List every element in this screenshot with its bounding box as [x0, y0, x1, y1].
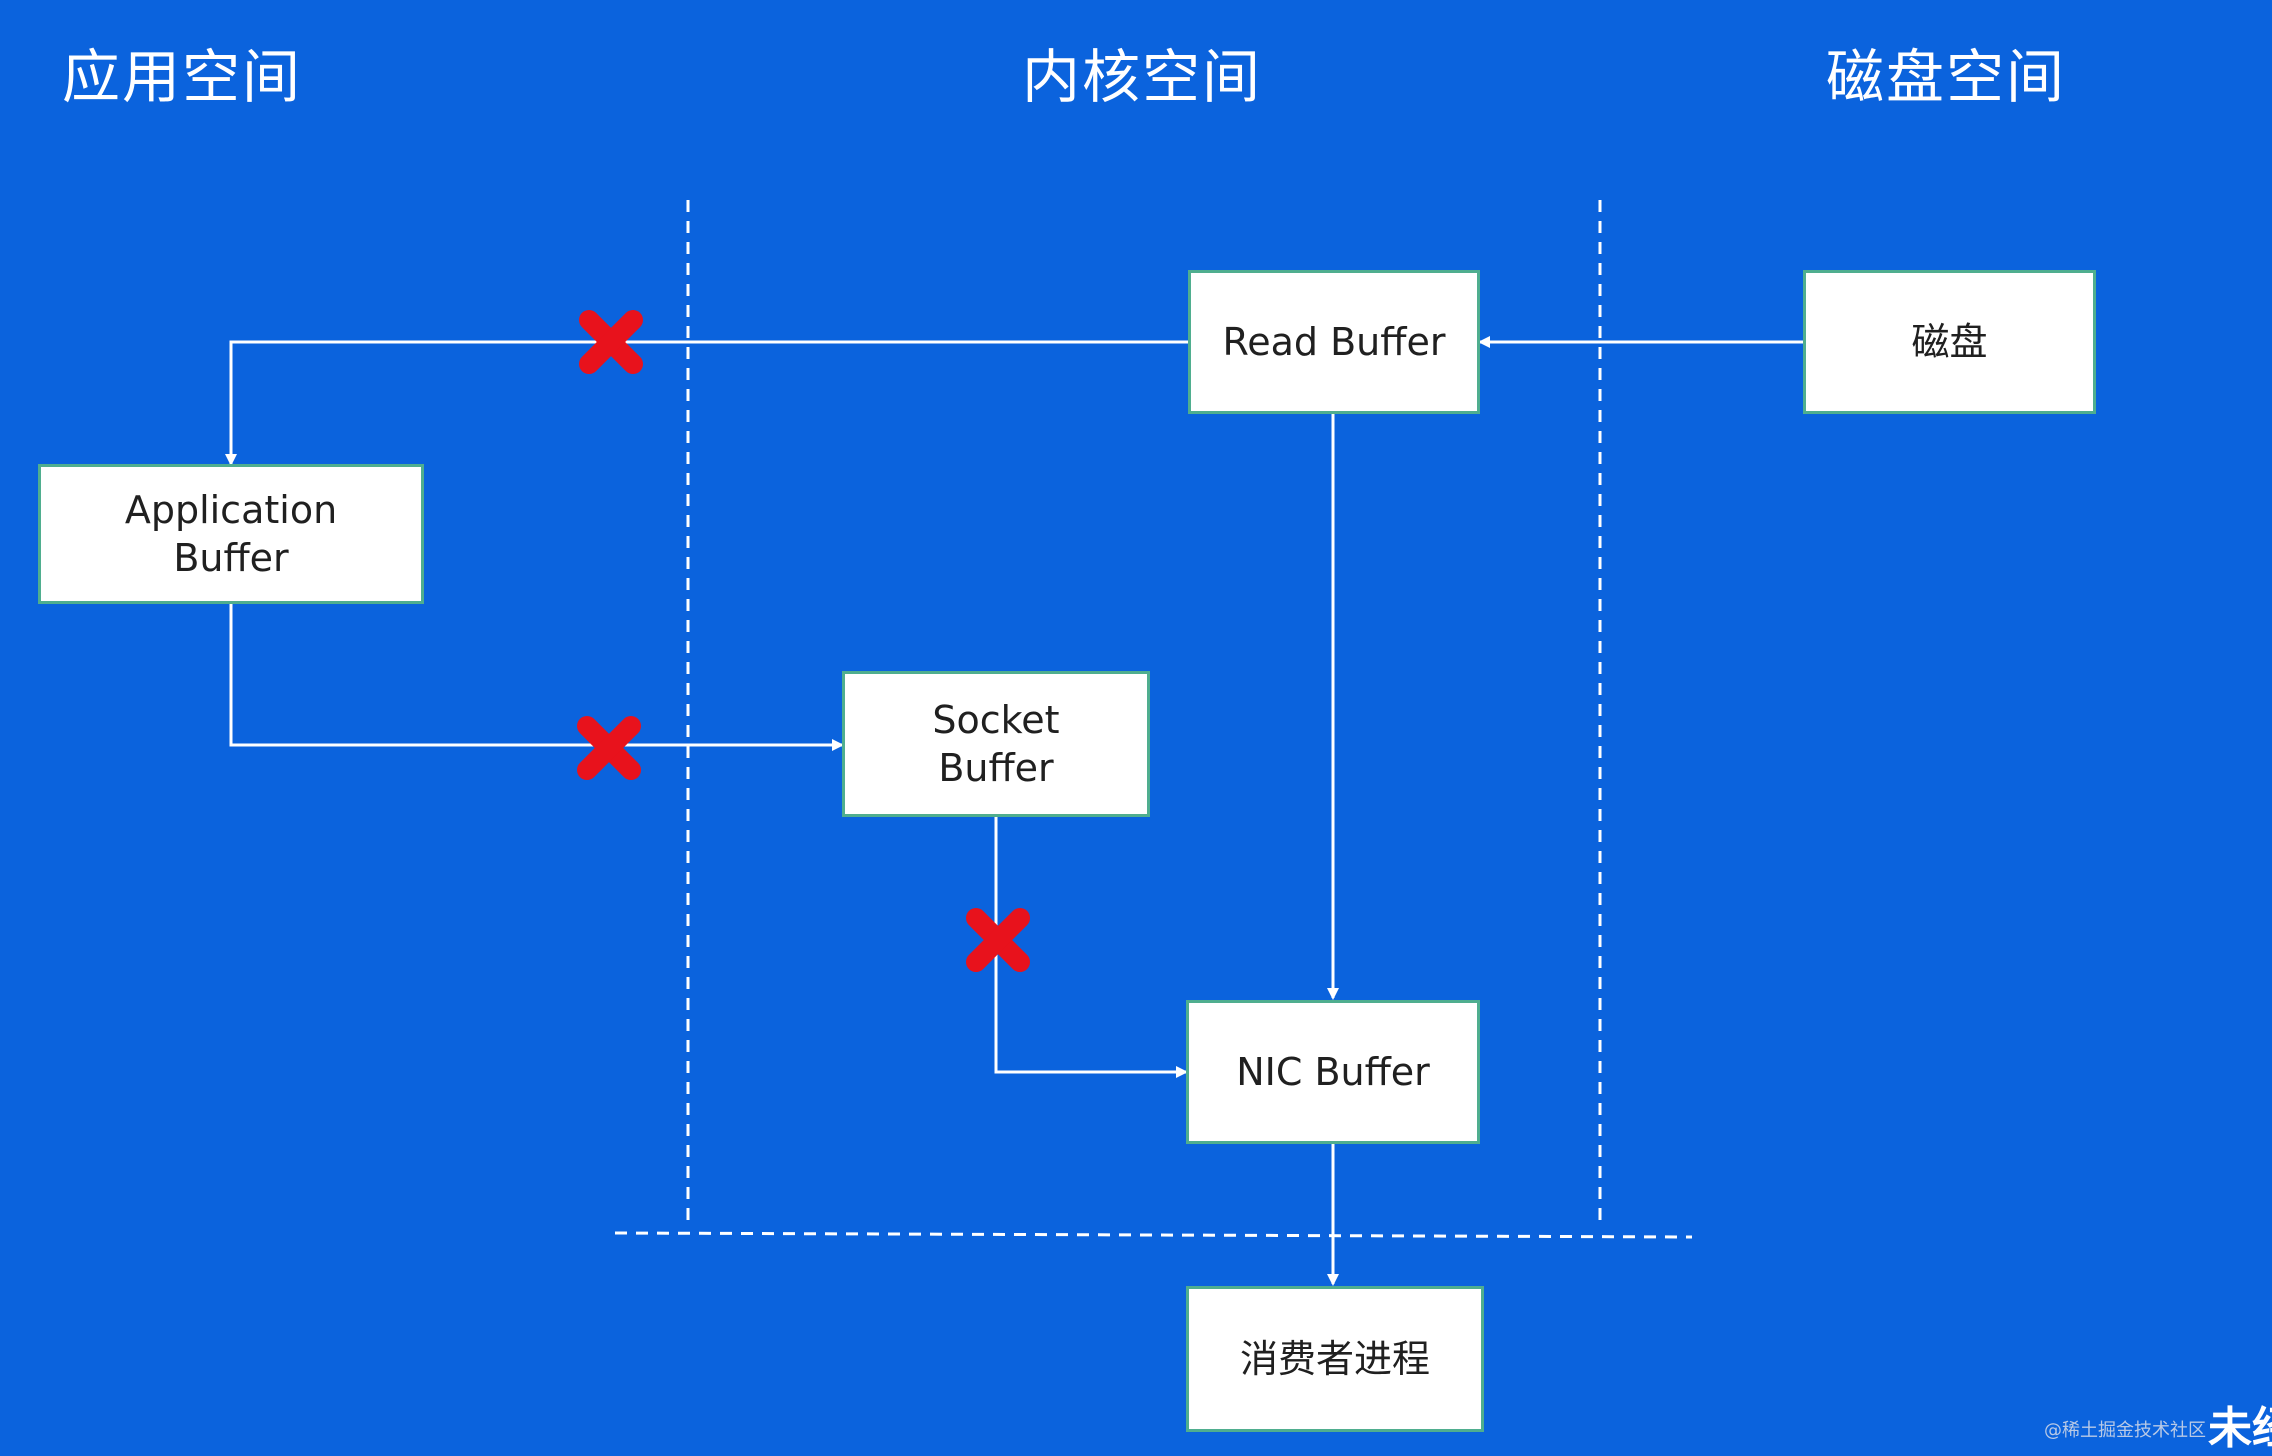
watermark: @稀土掘金技术社区	[2044, 1420, 2206, 1441]
socket-buffer-label-line1: Socket	[932, 698, 1060, 742]
arrow-application-buffer-to-socket-buffer	[229, 604, 844, 751]
kernel-space-title: 内核空间	[1022, 43, 1263, 111]
application-buffer-label-line1: Application	[124, 488, 338, 532]
divider-bottom	[614, 1231, 1693, 1239]
socket-buffer-label-line2: Buffer	[938, 746, 1054, 790]
arrow-socket-buffer-to-nic-buffer	[994, 817, 1188, 1078]
cross-icon	[579, 310, 643, 374]
cross-icon	[966, 908, 1030, 972]
application-buffer-box: Application Buffer	[38, 464, 424, 604]
cross-icon	[577, 716, 641, 780]
application-buffer-label-line2: Buffer	[173, 536, 289, 580]
disk-space-title: 磁盘空间	[1826, 43, 2067, 111]
nic-buffer-box: NIC Buffer	[1186, 1000, 1480, 1144]
nic-buffer-label: NIC Buffer	[1236, 1050, 1430, 1094]
arrow-read-buffer-to-application-buffer	[225, 340, 1188, 466]
disk-box: 磁盘	[1803, 270, 2096, 414]
consumer-process-label: 消费者进程	[1239, 1337, 1430, 1381]
consumer-process-box: 消费者进程	[1186, 1286, 1484, 1432]
read-buffer-label: Read Buffer	[1222, 320, 1446, 364]
app-space-title: 应用空间	[62, 43, 303, 111]
corner-text: 未经	[2208, 1403, 2272, 1454]
read-buffer-box: Read Buffer	[1188, 270, 1480, 414]
disk-label: 磁盘	[1911, 320, 1988, 364]
socket-buffer-box: Socket Buffer	[842, 671, 1150, 817]
